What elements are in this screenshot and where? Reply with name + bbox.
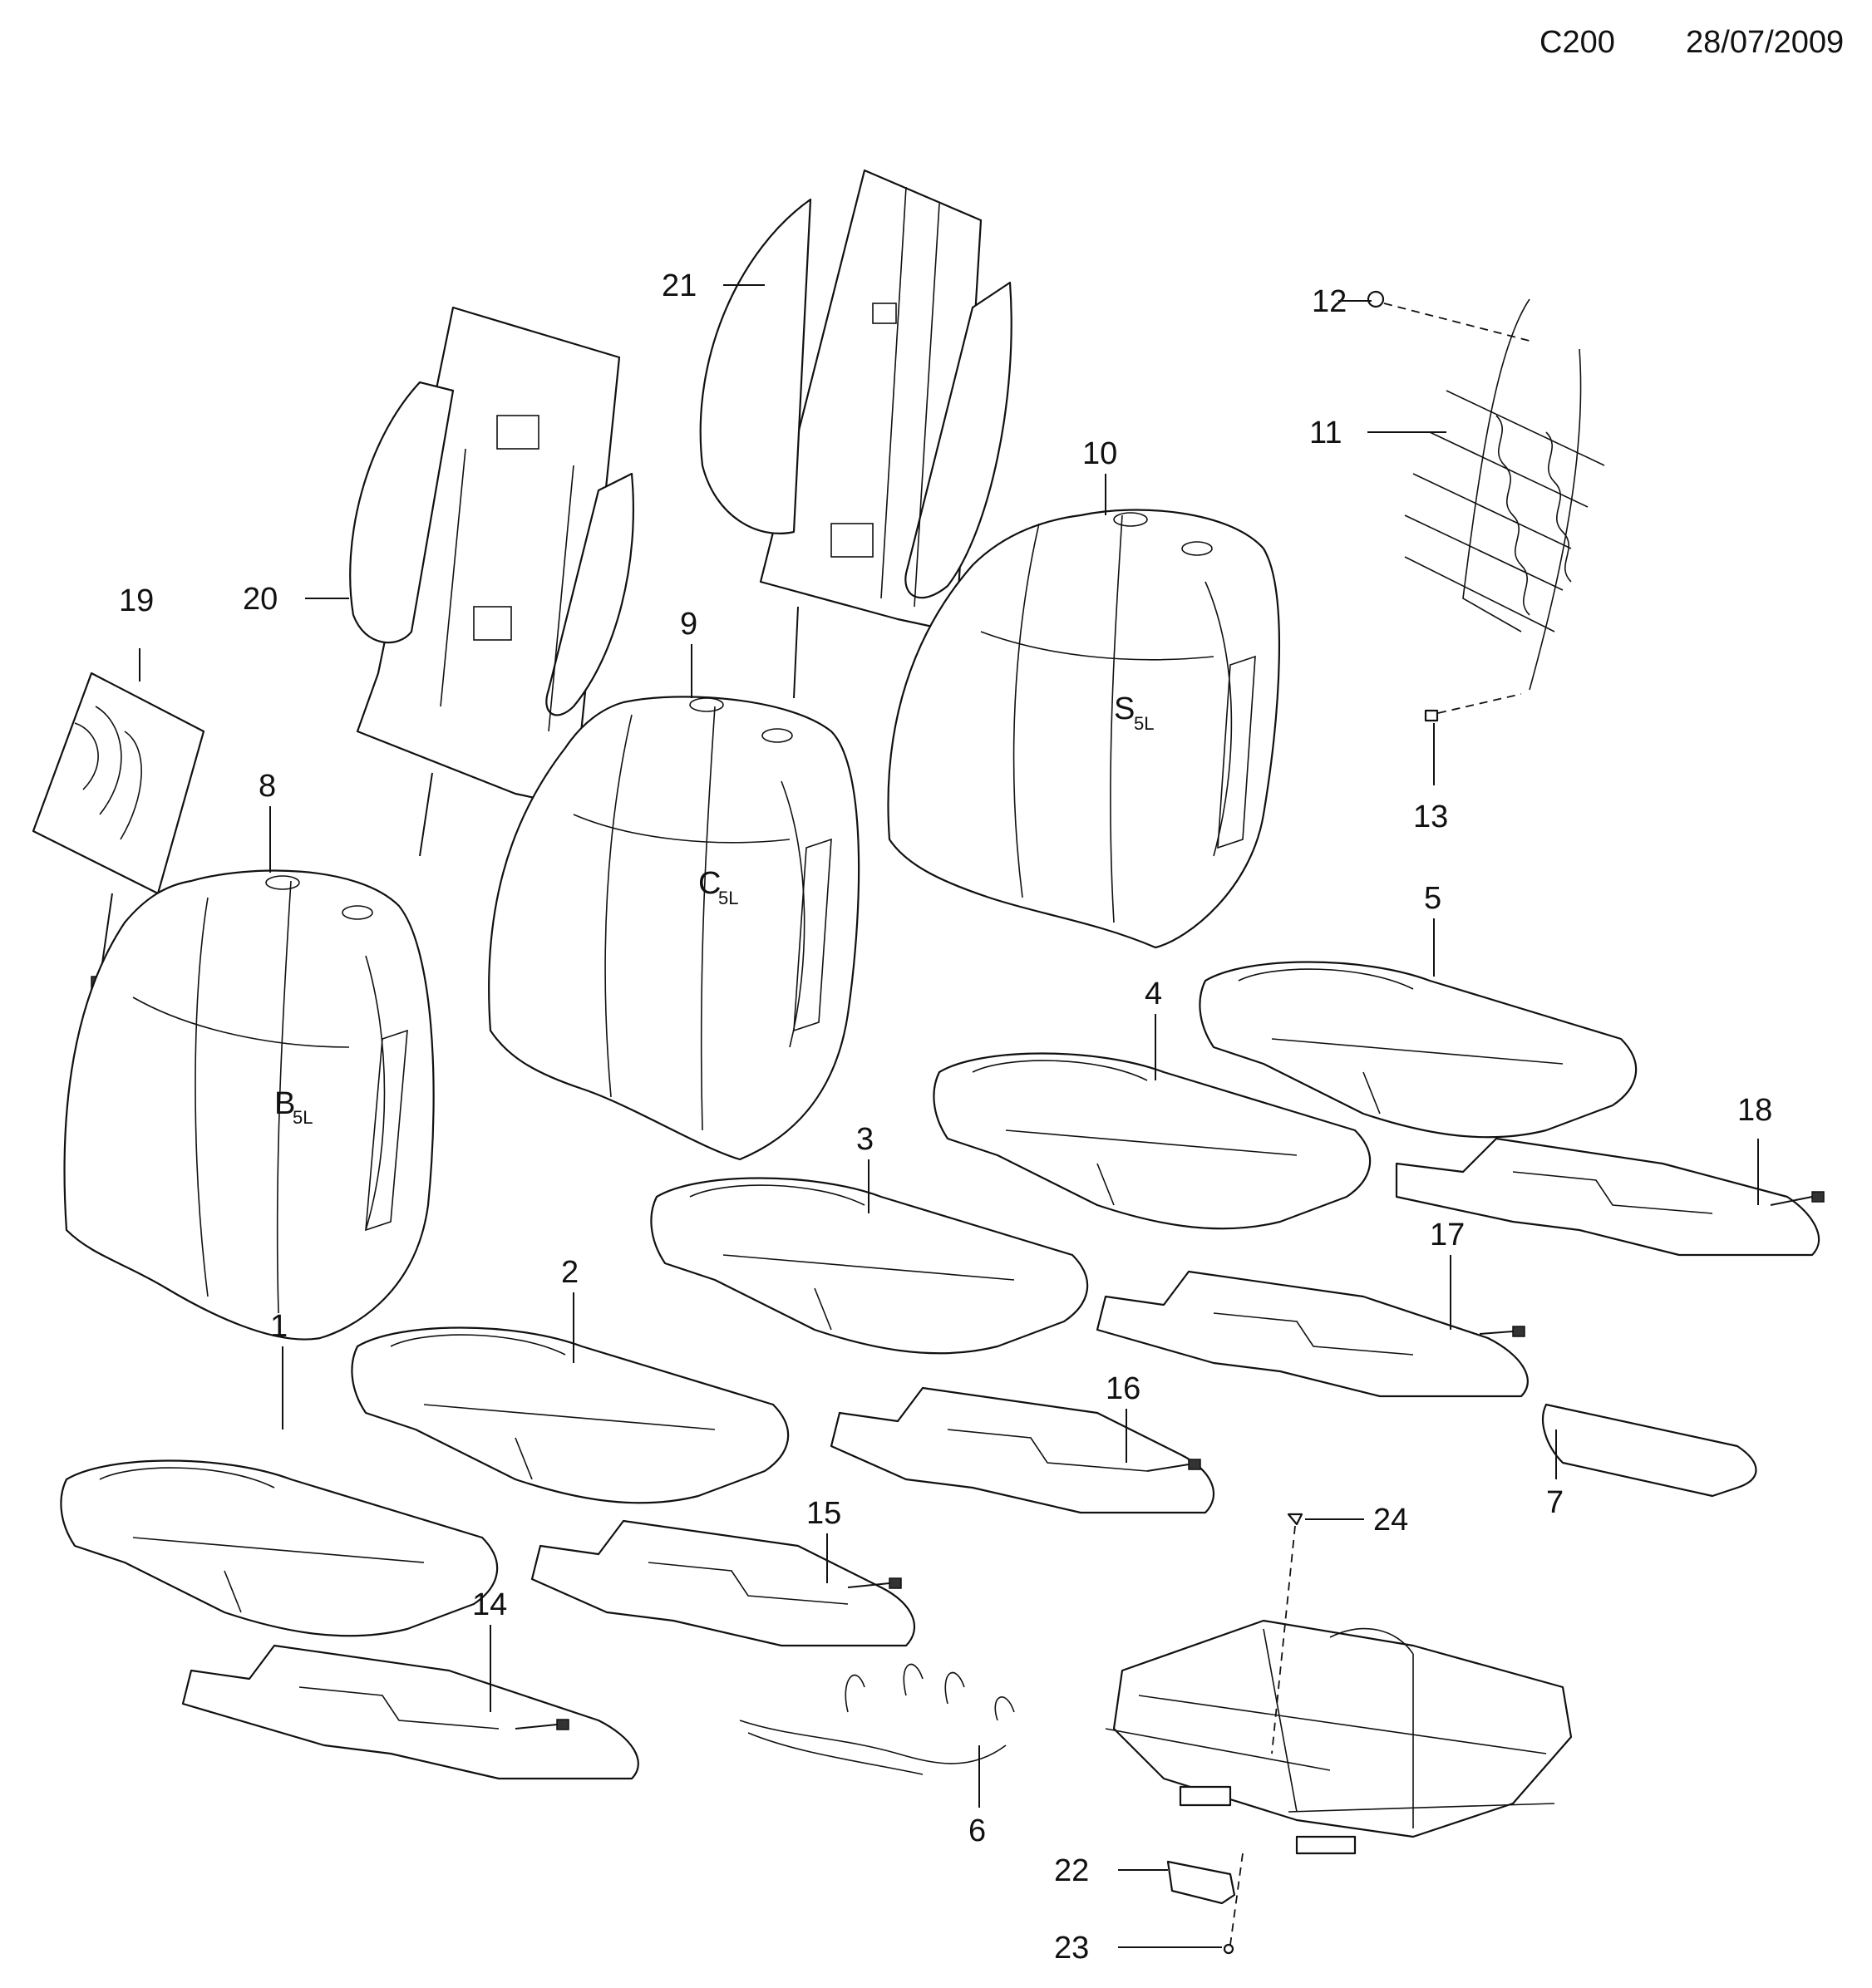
part-8-backrest-cover: B 5L bbox=[63, 869, 435, 1341]
part-15-seat-heater-mat bbox=[530, 1519, 916, 1647]
callout-20: 20 bbox=[243, 582, 278, 617]
cover-marking-b: B bbox=[274, 1086, 295, 1121]
callout-labels: 1 2 3 4 5 6 7 8 9 10 11 12 13 14 15 16 1… bbox=[119, 268, 1772, 1966]
part-23-screw bbox=[1223, 1853, 1244, 1955]
part-3-seat-cover bbox=[650, 1177, 1089, 1355]
part-6-wiring-harness bbox=[739, 1663, 1015, 1775]
diagram-date: 28/07/2009 bbox=[1686, 25, 1845, 60]
callout-2: 2 bbox=[561, 1255, 579, 1290]
part-10-backrest-cover: S 5L bbox=[887, 509, 1280, 949]
diagram-code: C200 bbox=[1539, 25, 1615, 60]
part-21-backrest-pad bbox=[699, 169, 1012, 699]
callout-8: 8 bbox=[259, 769, 276, 804]
cover-marking-s: S bbox=[1114, 691, 1135, 726]
part-4-seat-cover bbox=[933, 1052, 1372, 1230]
part-seat-frame bbox=[1105, 1619, 1573, 1855]
part-20-backrest-pad bbox=[349, 306, 634, 857]
callout-12: 12 bbox=[1312, 284, 1347, 319]
callout-3: 3 bbox=[856, 1122, 874, 1157]
part-7-cushion-pad bbox=[1542, 1403, 1757, 1498]
part-5-seat-cover bbox=[1199, 961, 1638, 1139]
callout-6: 6 bbox=[968, 1813, 986, 1848]
callout-4: 4 bbox=[1145, 977, 1162, 1011]
part-11-spring-frame bbox=[1404, 298, 1605, 691]
callout-1: 1 bbox=[270, 1309, 288, 1344]
part-22-bracket bbox=[1166, 1860, 1236, 1905]
cover-marking-s-sub: 5L bbox=[1134, 713, 1154, 734]
callout-17: 17 bbox=[1430, 1218, 1465, 1252]
callout-13: 13 bbox=[1413, 800, 1448, 834]
callout-15: 15 bbox=[806, 1496, 841, 1531]
callout-24: 24 bbox=[1373, 1503, 1408, 1538]
part-1-seat-cover bbox=[60, 1459, 499, 1637]
part-24-screw bbox=[1271, 1513, 1303, 1754]
cover-marking-b-sub: 5L bbox=[293, 1107, 313, 1128]
part-12-clip bbox=[1367, 290, 1530, 342]
part-13-clip bbox=[1424, 693, 1522, 722]
callout-5: 5 bbox=[1424, 881, 1441, 916]
part-18-seat-heater-mat bbox=[1395, 1137, 1825, 1257]
callout-23: 23 bbox=[1054, 1931, 1089, 1966]
part-14-seat-heater-mat bbox=[181, 1644, 639, 1780]
cover-marking-c: C bbox=[698, 866, 721, 901]
callout-10: 10 bbox=[1082, 436, 1117, 471]
callout-leaders bbox=[139, 284, 1759, 1948]
callout-19: 19 bbox=[119, 583, 154, 618]
callout-22: 22 bbox=[1054, 1853, 1089, 1888]
callout-18: 18 bbox=[1737, 1093, 1772, 1128]
callout-9: 9 bbox=[680, 607, 697, 642]
callout-7: 7 bbox=[1546, 1485, 1564, 1520]
callout-11: 11 bbox=[1309, 416, 1342, 450]
part-17-seat-heater-mat bbox=[1096, 1270, 1529, 1398]
callout-21: 21 bbox=[662, 268, 697, 303]
cover-marking-c-sub: 5L bbox=[718, 888, 738, 908]
part-9-backrest-cover: C 5L bbox=[488, 696, 860, 1161]
callout-14: 14 bbox=[472, 1587, 507, 1622]
part-16-seat-heater-mat bbox=[830, 1386, 1215, 1514]
callout-16: 16 bbox=[1106, 1371, 1140, 1406]
part-2-seat-cover bbox=[351, 1326, 790, 1504]
